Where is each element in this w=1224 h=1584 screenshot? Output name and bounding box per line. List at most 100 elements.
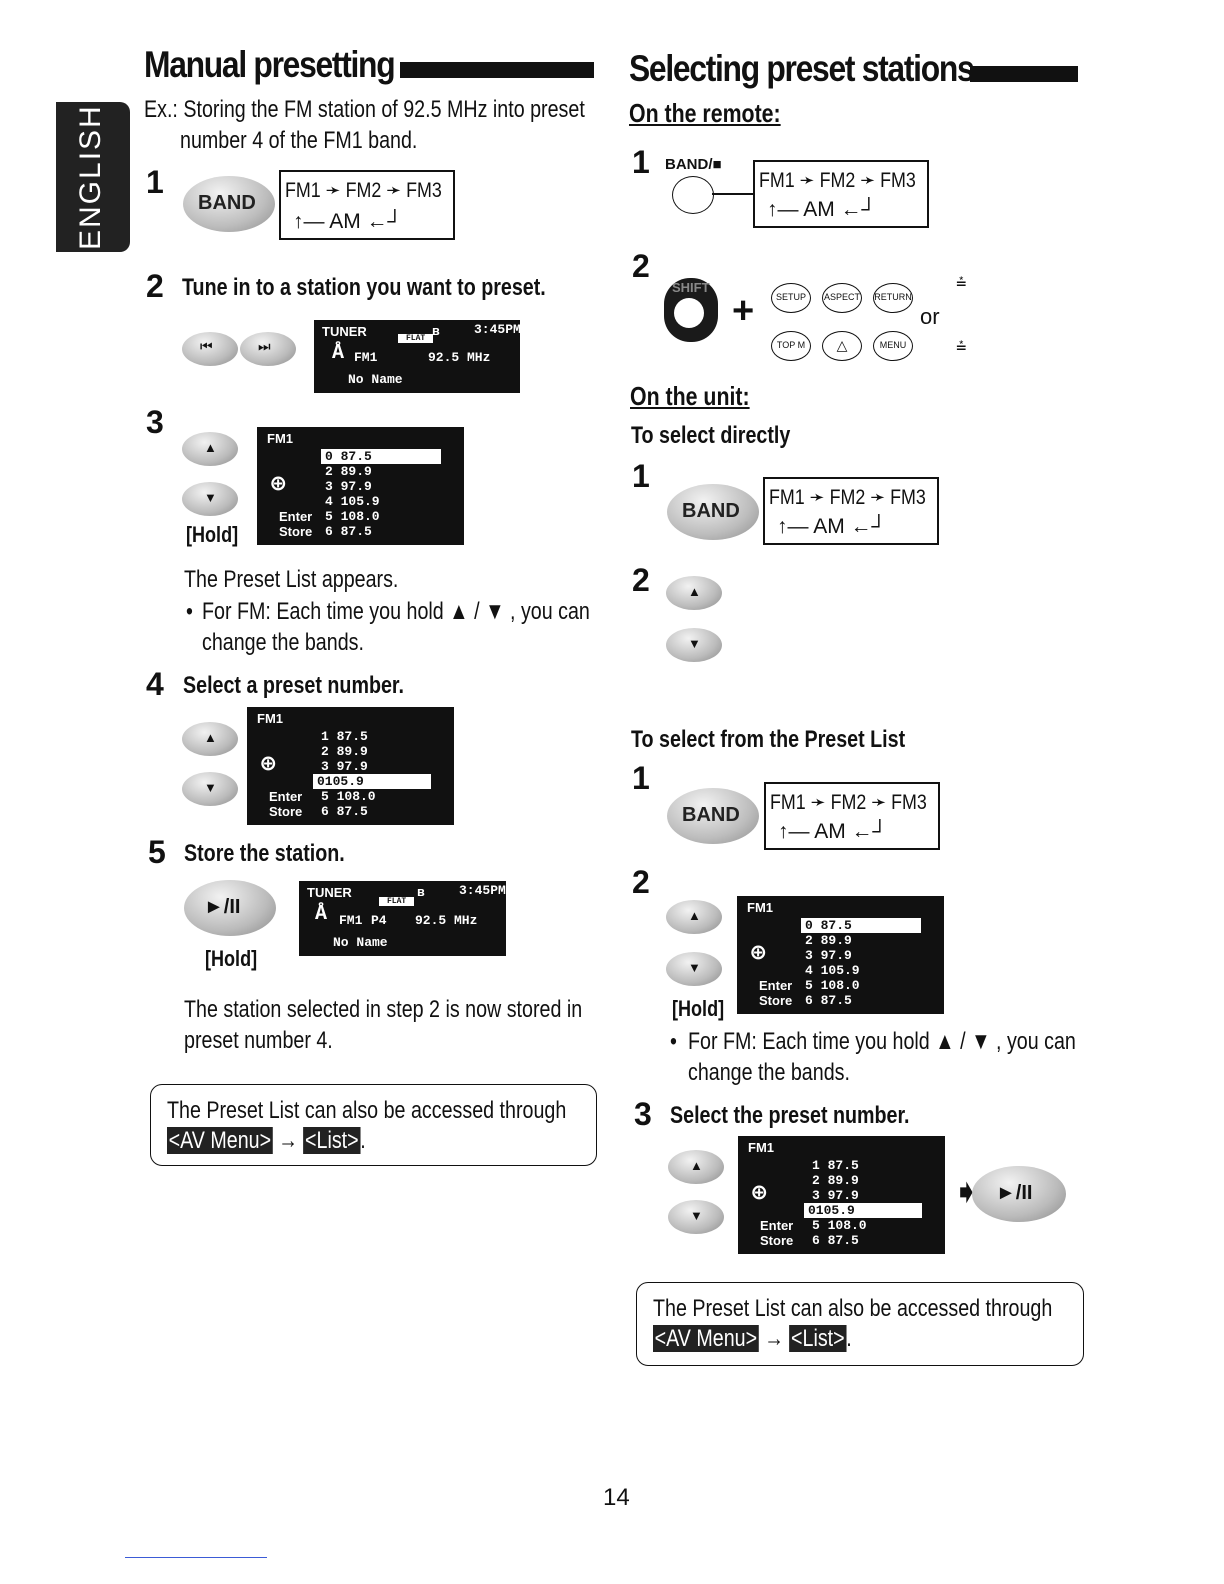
remote-step2-number: 2: [632, 248, 650, 284]
shift-button[interactable]: SHIFT: [664, 278, 718, 342]
direct-down-button[interactable]: ▼: [666, 628, 722, 662]
down-icon: ▼: [688, 636, 701, 651]
stored-line1: The station selected in step 2 is now st…: [184, 996, 583, 1023]
example-line2: number 4 of the FM1 band.: [180, 127, 418, 154]
seek-back-icon: ⏮: [200, 338, 213, 354]
tuner-name: No Name: [333, 935, 388, 950]
up-icon: ▲: [204, 440, 217, 455]
list3-preset-screen: FM1 1 87.5 2 89.9 3 97.9 0105.9 5 108.0 …: [738, 1136, 945, 1254]
play-pause-label: ►/II: [204, 896, 241, 918]
example-line1: Ex.: Storing the FM station of 92.5 MHz …: [144, 96, 585, 123]
play-pause-button[interactable]: ►/II: [184, 880, 276, 936]
right-bullet-dot: •: [670, 1028, 677, 1055]
left-step5-text: Store the station.: [184, 840, 345, 867]
preset-band: FM1: [267, 431, 293, 446]
select-from-list: To select from the Preset List: [631, 726, 906, 753]
list-step2-number: 2: [632, 864, 650, 900]
hold-label-list: [Hold]: [672, 996, 725, 1021]
up-icon: ▲: [690, 1158, 703, 1173]
tuner-time: 3:45PM: [459, 883, 506, 898]
remote-band-label: BAND/■: [665, 156, 722, 173]
tuner-screen-stored: TUNER FLAT ʙ 3:45PM Å FM1 P4 92.5 MHz No…: [299, 881, 506, 956]
down-button-4[interactable]: ▼: [182, 772, 238, 806]
up-icon: ▲: [688, 908, 701, 923]
list3-down-button[interactable]: ▼: [668, 1200, 724, 1234]
list-label: <List>: [303, 1127, 361, 1154]
seek-back-button[interactable]: ⏮: [182, 332, 238, 366]
direct-up-button[interactable]: ▲: [666, 576, 722, 610]
preset-row-6: 6 87.5: [812, 1233, 859, 1248]
up-button[interactable]: ▲: [182, 432, 238, 466]
plus-sign: +: [732, 290, 755, 332]
preset-enter: Enter: [279, 509, 313, 524]
preset-row-2: 2 89.9: [812, 1173, 859, 1188]
down-icon: ▼: [204, 490, 217, 505]
list-play-pause-button[interactable]: ►/II: [972, 1166, 1066, 1222]
right-step2-bullet1: For FM: Each time you hold ▲ / ▼ , you c…: [688, 1028, 1076, 1055]
list-preset-screen: FM1 0 87.5 2 89.9 3 97.9 4 105.9 5 108.0…: [737, 896, 944, 1014]
preset-row-6: 6 87.5: [805, 993, 852, 1008]
right-step2-bullet2: change the bands.: [688, 1059, 850, 1086]
flow-fm3: FM3: [406, 179, 442, 202]
list3-up-button[interactable]: ▲: [668, 1150, 724, 1184]
direct-band-button[interactable]: BAND: [667, 484, 759, 540]
direct-step1-number: 1: [632, 458, 650, 494]
remote-heading: On the remote:: [629, 98, 781, 128]
up-button-4[interactable]: ▲: [182, 722, 238, 756]
control-dial-icon: ⊕: [752, 1181, 767, 1208]
tuner-band: FM1: [354, 350, 378, 365]
left-step1-number: 1: [146, 164, 164, 200]
list-step3-number: 3: [634, 1096, 652, 1132]
shift-label: SHIFT: [672, 280, 710, 295]
down-icon: ▼: [204, 780, 217, 795]
aspect-button[interactable]: ASPECT: [822, 283, 862, 313]
topm-button[interactable]: TOP M: [771, 331, 811, 361]
seek-forward-button[interactable]: ⏭: [240, 332, 296, 366]
note-line1: The Preset List can also be accessed thr…: [653, 1295, 1053, 1322]
down-icon: ▼: [690, 1208, 703, 1223]
left-step4-number: 4: [146, 666, 164, 702]
setup-button[interactable]: SETUP: [771, 283, 811, 313]
av-menu-label: <AV Menu>: [167, 1127, 273, 1154]
preset-row-4: 0105.9: [804, 1203, 922, 1218]
menu-button[interactable]: MENU: [873, 331, 913, 361]
return-button[interactable]: RETURN: [873, 283, 913, 313]
list-band-button[interactable]: BAND: [667, 788, 759, 844]
list-label: <List>: [789, 1325, 847, 1352]
down-arrow-icon: ⩮: [956, 336, 967, 356]
left-step5-number: 5: [148, 834, 166, 870]
tuner-preset: P4: [371, 913, 387, 928]
up-icon: ▲: [688, 584, 701, 599]
preset-row-1: 0 87.5: [321, 449, 441, 464]
flow-fm1: FM1: [285, 179, 321, 202]
list-step1-number: 1: [632, 760, 650, 796]
left-section-title: Manual presetting: [144, 44, 396, 85]
tuner-screen: TUNER FLAT ʙ 3:45PM Å FM1 92.5 MHz No Na…: [314, 320, 521, 393]
remote-band-button[interactable]: [672, 176, 714, 214]
left-bullet-dot: •: [186, 598, 193, 625]
preset-row-4: 4 105.9: [805, 963, 860, 978]
bluetooth-icon: ʙ: [432, 324, 440, 339]
left-title-bar: [400, 62, 594, 78]
tuner-freq: 92.5 MHz: [428, 350, 491, 365]
preset-row-4: 4 105.9: [325, 494, 380, 509]
list-step3-text: Select the preset number.: [670, 1102, 910, 1129]
preset-row-3: 3 97.9: [325, 479, 372, 494]
band-button[interactable]: BAND: [183, 176, 275, 232]
right-section-title: Selecting preset stations: [629, 48, 975, 89]
list-up-button[interactable]: ▲: [666, 900, 722, 934]
down-button[interactable]: ▼: [182, 482, 238, 516]
down-icon: ▼: [688, 960, 701, 975]
left-step2-number: 2: [146, 268, 164, 304]
flow-fm2: FM2: [345, 179, 382, 202]
preset-row-5: 5 108.0: [805, 978, 860, 993]
language-tab: ENGLISH: [56, 102, 130, 252]
flow-am: AM: [329, 210, 361, 233]
up-arrow-icon: ⩮: [956, 272, 967, 292]
preset-row-3: 3 97.9: [321, 759, 368, 774]
list-down-button[interactable]: ▼: [666, 952, 722, 986]
right-note-box: The Preset List can also be accessed thr…: [636, 1282, 1084, 1366]
left-step3-bullet2: change the bands.: [202, 629, 364, 656]
triangle-button[interactable]: △: [822, 331, 862, 361]
band-flow-box: FM1 ➛ FM2 ➛ FM3 ↑— AM ←┘: [279, 170, 455, 240]
